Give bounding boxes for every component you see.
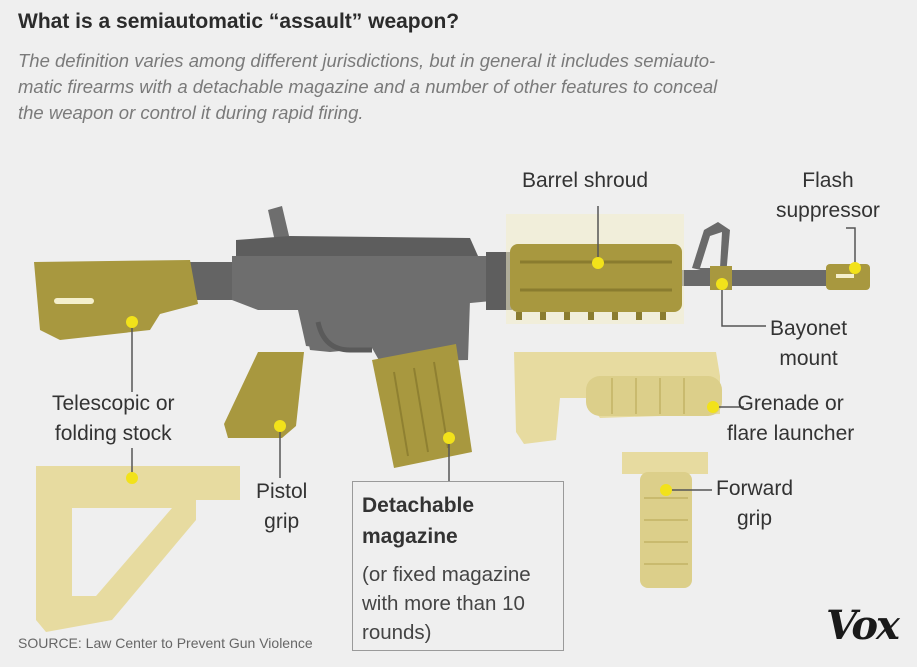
- grenade-launcher: [514, 352, 722, 444]
- label-text: Pistol: [256, 480, 308, 503]
- marker-forward-grip: [660, 484, 672, 496]
- forward-grip: [622, 452, 708, 588]
- marker-flash-suppressor: [849, 262, 861, 274]
- marker-folding-stock: [126, 472, 138, 484]
- subtitle-line: matic firearms with a detachable magazin…: [18, 76, 718, 97]
- folding-stock: [36, 466, 240, 632]
- marker-telescopic-stock: [126, 316, 138, 328]
- marker-grenade-launcher: [707, 401, 719, 413]
- label-text: with more than 10: [362, 592, 525, 615]
- label-text: grip: [264, 510, 300, 533]
- rifle-body: [190, 206, 830, 362]
- vox-logo: Vox: [826, 602, 900, 649]
- marker-bayonet-mount: [716, 278, 728, 290]
- label-text: grip: [737, 507, 773, 530]
- marker-barrel-shroud: [592, 257, 604, 269]
- subtitle-line: the weapon or control it during rapid fi…: [18, 102, 364, 123]
- magazine-note: (or fixed magazine with more than 10 rou…: [362, 560, 531, 647]
- magazine-callout-box: [352, 481, 564, 651]
- label-text: Detachable: [362, 494, 475, 517]
- label-text: folding stock: [54, 422, 172, 445]
- subtitle: The definition varies among different ju…: [18, 48, 838, 126]
- label-text: Flash: [802, 169, 854, 192]
- label-text: mount: [779, 347, 838, 370]
- label-text: Grenade or: [737, 392, 844, 415]
- flash-suppressor: [826, 264, 870, 290]
- label-text: rounds): [362, 621, 432, 644]
- barrel-shroud: [510, 244, 682, 320]
- magazine: [372, 344, 472, 468]
- page-title: What is a semiautomatic “assault” weapon…: [18, 10, 460, 33]
- feature-markers: [126, 257, 861, 496]
- label-flash-suppressor: Flash suppressor: [776, 166, 880, 226]
- label-text: (or fixed magazine: [362, 563, 531, 586]
- label-pistol-grip: Pistol grip: [256, 477, 307, 537]
- marker-magazine: [443, 432, 455, 444]
- label-telescopic-stock: Telescopic or folding stock: [52, 389, 175, 449]
- subtitle-line: The definition varies among different ju…: [18, 50, 716, 71]
- marker-pistol-grip: [274, 420, 286, 432]
- telescopic-stock: [34, 260, 198, 340]
- label-forward-grip: Forward grip: [716, 474, 793, 534]
- pistol-grip: [224, 352, 304, 438]
- label-bayonet-mount: Bayonet mount: [770, 314, 847, 374]
- label-text: Barrel shroud: [522, 169, 649, 192]
- label-text: magazine: [362, 525, 458, 548]
- source-note: SOURCE: Law Center to Prevent Gun Violen…: [18, 635, 313, 651]
- label-text: Telescopic or: [52, 392, 175, 415]
- label-barrel-shroud: Barrel shroud: [522, 166, 648, 196]
- label-text: Bayonet: [770, 317, 848, 340]
- label-text: suppressor: [776, 199, 880, 222]
- label-text: Forward: [716, 477, 794, 500]
- label-detachable-magazine: Detachable magazine: [362, 490, 474, 552]
- label-text: flare launcher: [727, 422, 855, 445]
- label-grenade-launcher: Grenade or flare launcher: [727, 389, 854, 449]
